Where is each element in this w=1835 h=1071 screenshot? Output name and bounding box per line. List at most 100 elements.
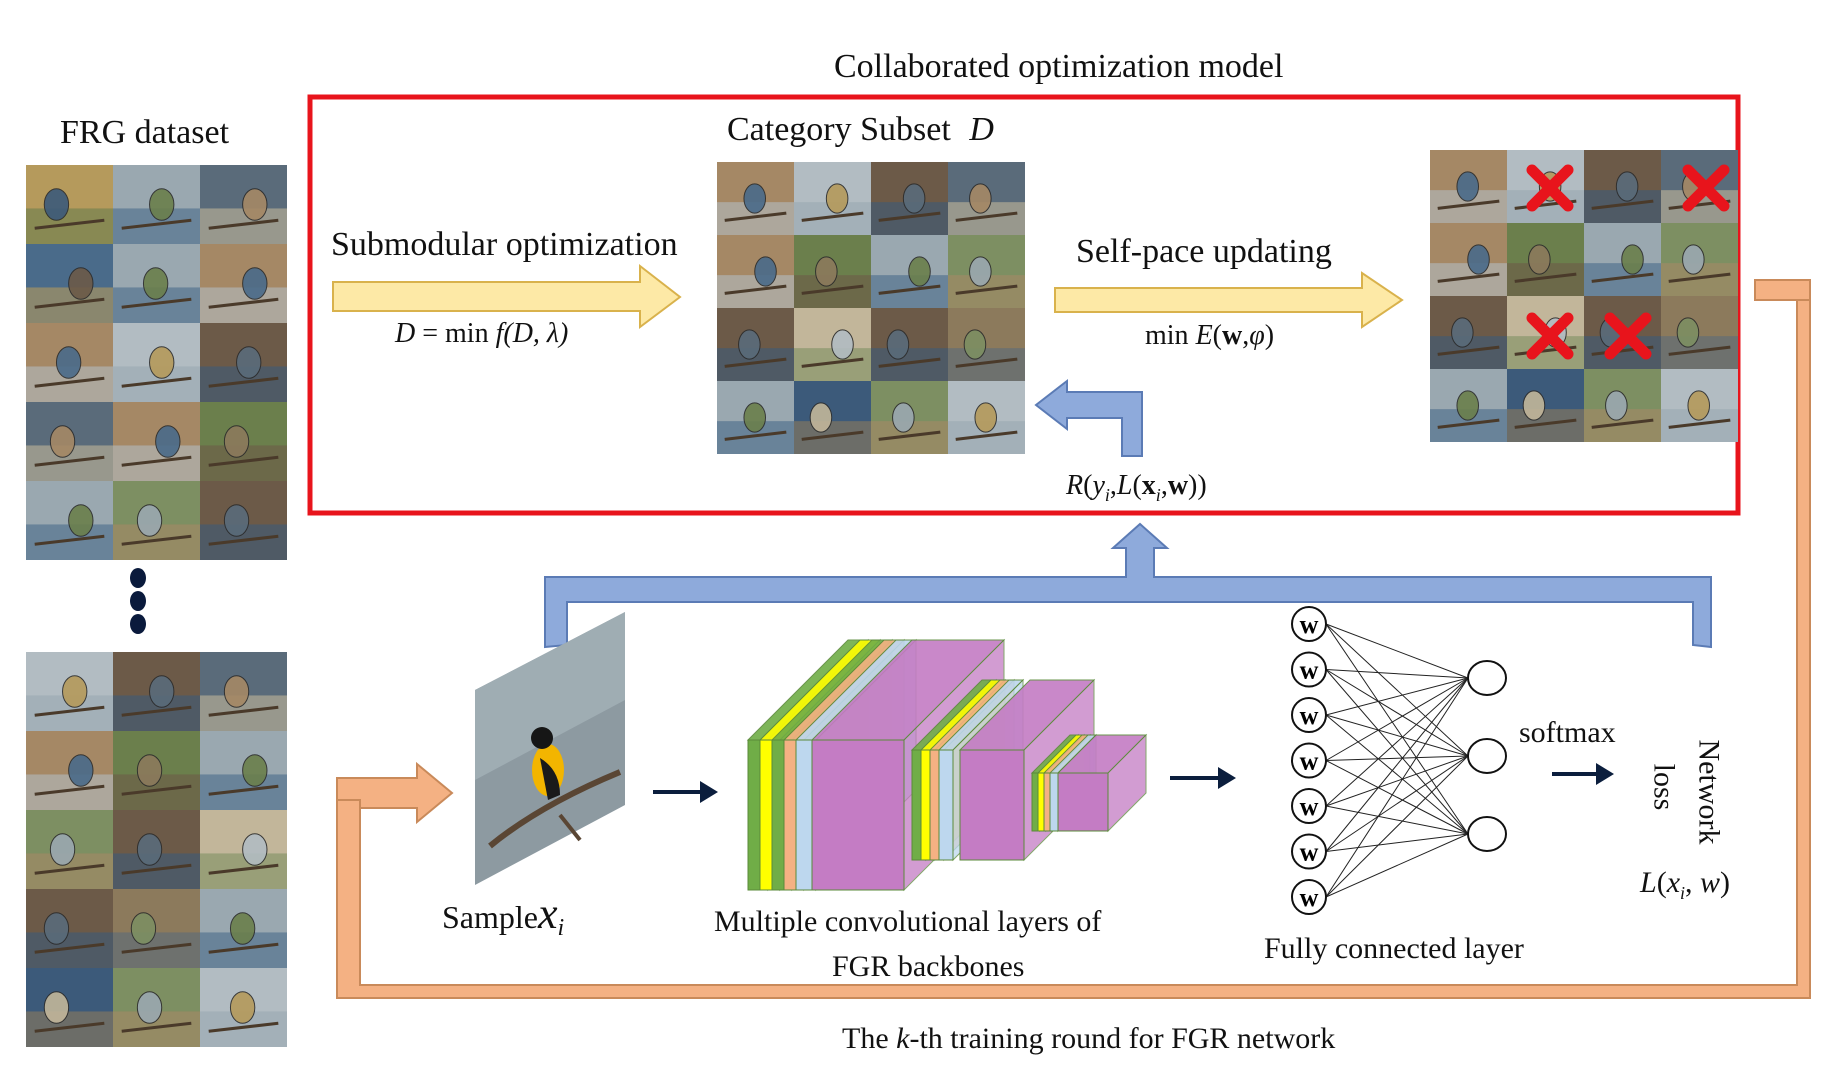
model-title: Collaborated optimization model — [834, 48, 1284, 85]
loss-x: x — [1666, 866, 1681, 899]
subset-symbol: D — [969, 111, 994, 148]
training-round-label: The k-th training round for FGR network — [842, 1022, 1335, 1056]
loss-equation: L(xi, w) — [1640, 866, 1731, 903]
removed-cross-icon — [1526, 312, 1574, 360]
updated-photo — [1430, 150, 1507, 223]
dataset-top-photo — [200, 323, 287, 402]
fb-r: R — [1066, 470, 1084, 501]
network-loss-line1: Network — [1692, 739, 1726, 845]
tr-suffix: -th training round for FGR network — [909, 1022, 1336, 1055]
subset-photo — [717, 235, 794, 308]
subset-photo — [717, 308, 794, 381]
eq-d: D — [395, 318, 416, 349]
sp-phi: φ — [1249, 320, 1265, 351]
dataset-top-photo — [113, 323, 200, 402]
dataset-top-photo — [113, 165, 200, 244]
dataset-grid-bottom — [26, 652, 287, 1047]
eq-op: = — [422, 318, 439, 349]
dataset-top-photo — [26, 323, 113, 402]
eq-args: (D, λ) — [503, 318, 569, 349]
fc-edge — [1325, 623, 1469, 757]
sp-min: min — [1145, 320, 1189, 351]
fc-edge — [1325, 669, 1469, 835]
subset-photo — [717, 381, 794, 454]
fc-edge — [1325, 833, 1469, 852]
fb-x: x — [1141, 470, 1156, 501]
conv-layers — [746, 638, 1148, 892]
fc-edge — [1325, 714, 1469, 835]
submodular-equation: D = min f(D, λ) — [395, 318, 568, 350]
fc-input-node: w — [1291, 879, 1327, 915]
arrow-sample-to-conv — [653, 781, 718, 803]
fc-input-node: w — [1291, 833, 1327, 870]
updated-photo — [1430, 223, 1507, 296]
fc-input-node: w — [1291, 742, 1327, 779]
fc-edge — [1325, 755, 1469, 852]
subset-photo — [871, 308, 948, 381]
feedback-equation: R(yi,L(xi,w)) — [1066, 470, 1207, 505]
dataset-top-photo — [113, 244, 200, 323]
fc-input-node: w — [1291, 651, 1327, 688]
dataset-bottom-photo — [200, 889, 287, 968]
subset-photo — [948, 235, 1025, 308]
loss-sub: i — [1680, 883, 1686, 903]
fc-edge — [1325, 833, 1469, 898]
fc-edge — [1325, 677, 1469, 898]
dataset-bottom-photo — [113, 652, 200, 731]
fb-l: L — [1116, 470, 1133, 501]
updated-subset-grid — [1430, 150, 1738, 442]
selfpace-arrow — [1054, 271, 1404, 329]
subset-photo — [794, 308, 871, 381]
dataset-bottom-photo — [200, 652, 287, 731]
fc-edge — [1325, 677, 1469, 852]
dataset-bottom-photo — [26, 889, 113, 968]
dataset-bottom-photo — [113, 968, 200, 1047]
dataset-grid-top — [26, 165, 287, 560]
network-loss-line2: loss — [1647, 763, 1681, 811]
fc-node-label: w — [1300, 838, 1319, 867]
category-subset-grid — [717, 162, 1025, 454]
sample-var: x — [537, 889, 558, 938]
removed-cross-icon — [1682, 164, 1730, 212]
updated-photo — [1661, 296, 1738, 369]
fc-edge — [1325, 714, 1469, 757]
fc-edge — [1325, 623, 1469, 679]
subset-photo — [871, 381, 948, 454]
sample-image — [475, 612, 625, 885]
fc-label: Fully connected layer — [1264, 932, 1524, 965]
fc-node-label: w — [1300, 610, 1319, 639]
loss-w: w — [1700, 866, 1721, 899]
fc-edge — [1325, 755, 1469, 898]
updated-photo — [1507, 369, 1584, 442]
subset-photo — [794, 235, 871, 308]
dataset-bottom-photo — [26, 731, 113, 810]
dataset-bottom-photo — [113, 889, 200, 968]
updated-photo — [1507, 223, 1584, 296]
arrow-fc-to-loss — [1552, 763, 1614, 785]
subset-title-text: Category Subset — [727, 111, 951, 148]
dataset-top-photo — [26, 402, 113, 481]
dataset-top-photo — [200, 481, 287, 560]
dataset-top-photo — [113, 402, 200, 481]
updated-photo — [1584, 150, 1661, 223]
fb-i1: i — [1104, 484, 1110, 505]
fc-edge — [1325, 805, 1469, 835]
fc-node-label: w — [1300, 701, 1319, 730]
fc-output-node — [1467, 816, 1507, 852]
fc-edge — [1325, 755, 1469, 807]
sp-w: w — [1222, 320, 1243, 351]
subset-photo — [871, 162, 948, 235]
fb-y: y — [1092, 470, 1105, 501]
dataset-title: FRG dataset — [60, 114, 230, 151]
sample-label: Samplexi — [442, 888, 564, 942]
dataset-bottom-photo — [200, 810, 287, 889]
removed-cross-icon — [1604, 312, 1652, 360]
dataset-bottom-photo — [26, 968, 113, 1047]
fc-edge — [1325, 623, 1469, 835]
conv-label-line1: Multiple convolutional layers of — [714, 905, 1102, 938]
network-feedback-bracket — [544, 522, 1712, 649]
updated-photo — [1430, 296, 1507, 369]
fc-input-node: w — [1291, 788, 1327, 824]
sample-text: Sample — [442, 899, 538, 935]
